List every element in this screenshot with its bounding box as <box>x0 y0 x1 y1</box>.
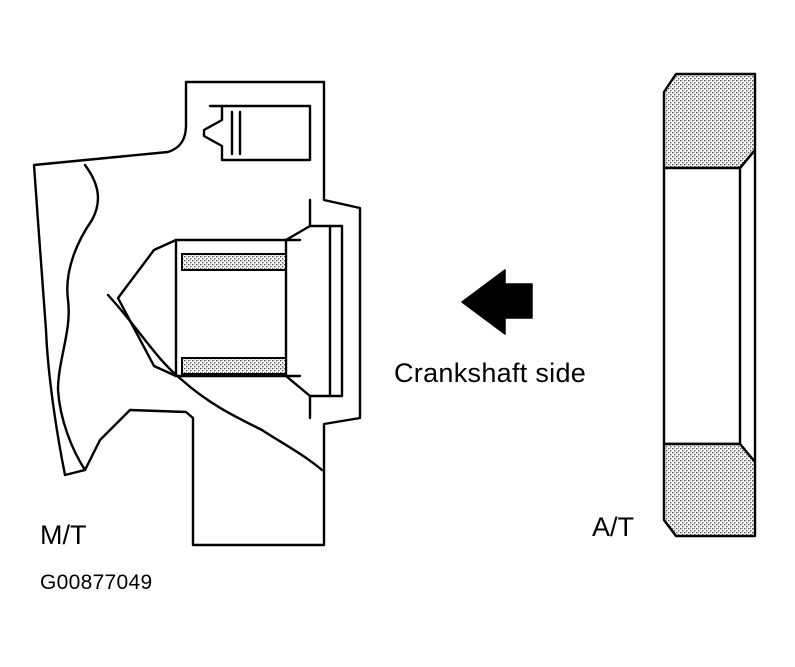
mt-crankshaft-section <box>32 80 362 547</box>
at-ring-top <box>662 72 757 170</box>
mt-bore-chamfer-2 <box>284 374 312 398</box>
at-bore-edge <box>739 149 756 169</box>
mt-shoulder <box>308 198 344 420</box>
mt-bushing-top <box>181 253 287 271</box>
mt-break-line <box>56 163 100 472</box>
at-ring-bottom <box>662 442 757 538</box>
crankshaft-side-label: Crankshaft side <box>394 358 587 388</box>
mt-bushing-bottom <box>181 357 287 375</box>
left-arrow-icon <box>461 269 533 335</box>
mt-label: M/T <box>40 520 87 550</box>
figure-code-label: G00877049 <box>40 571 153 594</box>
at-bushing-section <box>662 72 757 538</box>
mt-bore-chamfer <box>284 224 312 242</box>
mt-outer-profile <box>32 80 362 547</box>
at-label: A/T <box>592 512 635 542</box>
mt-fracture-line <box>106 293 324 472</box>
mt-bolt-hole <box>202 104 312 162</box>
at-ring-bore <box>662 166 742 446</box>
